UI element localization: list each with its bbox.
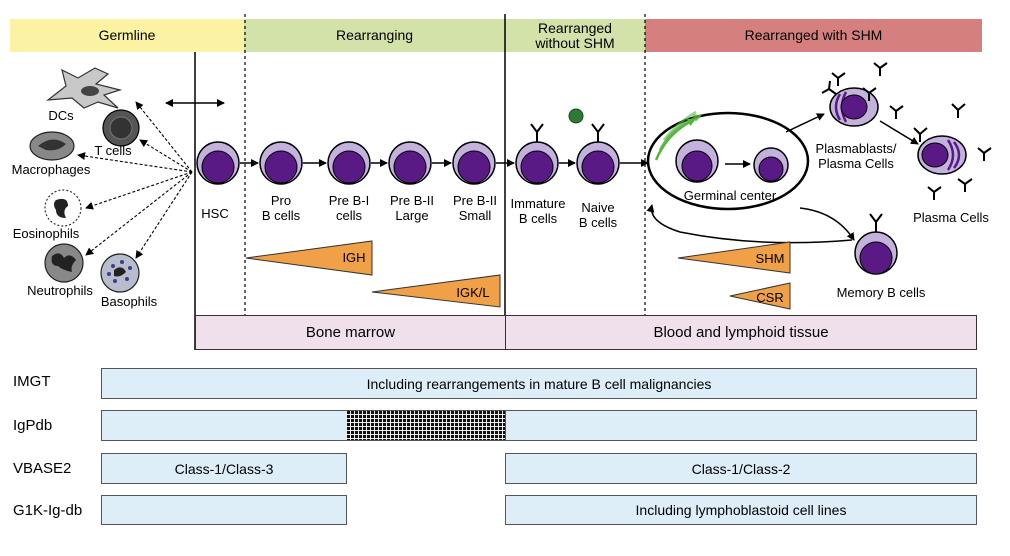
naive-b-cell — [568, 108, 620, 185]
gc-cycle-arrows — [654, 110, 702, 161]
pre-b-i-cell — [327, 141, 371, 185]
tissue-blood-lymphoid: Blood and lymphoid tissue — [505, 315, 977, 350]
pre-b-ii-small-cell — [452, 141, 496, 185]
label-igk-l: IGK/L — [456, 285, 490, 300]
label-pre-b-ii-small: Pre B-II Small — [441, 193, 509, 223]
memory-to-gc-arrow — [646, 204, 853, 244]
plasmablast-cell — [829, 87, 879, 127]
dc-nucleus-icon — [81, 86, 99, 96]
germinal-center-oval — [646, 111, 810, 211]
memory-b-cell — [854, 213, 898, 275]
gc-cell-large — [675, 139, 719, 183]
stage-band-germline — [10, 19, 244, 52]
label-eosinophils: Eosinophils — [12, 226, 80, 241]
differentiation-arrows — [77, 101, 193, 259]
db-bar-imgt: Including rearrangements in mature B cel… — [101, 368, 977, 399]
label-pre-b-ii-large-line1: Pre B-II — [389, 193, 435, 208]
stage-band-rearranged-with-shm — [645, 19, 982, 52]
db-bar-g1k-right: Including lymphoblastoid cell lines — [505, 495, 977, 525]
db-bar-vbase2-right: Class-1/Class-2 — [505, 453, 977, 484]
stage-label-rearranged-with-shm: Rearranged with SHM — [744, 27, 883, 43]
pre-b-ii-large-cell — [388, 141, 432, 185]
label-igh: IGH — [342, 250, 366, 265]
label-plasmablasts: Plasmablasts/ Plasma Cells — [806, 141, 906, 171]
pro-b-cell — [259, 141, 303, 185]
stage-label-rearranging: Rearranging — [335, 27, 414, 43]
igh-triangle — [245, 240, 373, 276]
label-pre-b-ii-small-line1: Pre B-II — [452, 193, 498, 208]
stage-label-without-shm-line1: Rearranged — [538, 19, 612, 36]
label-plasmablasts-line1: Plasmablasts/ — [815, 141, 897, 156]
db-bar-igpdb-hatch — [346, 410, 506, 441]
db-name-imgt: IMGT — [13, 373, 51, 390]
label-pre-b-i-line1: Pre B-I — [328, 193, 370, 208]
label-memory-b: Memory B cells — [836, 285, 926, 300]
label-immature-b-line1: Immature — [510, 196, 566, 211]
label-macrophages: Macrophages — [11, 162, 91, 177]
gc-to-memory-arrow — [799, 207, 855, 241]
tissue-bone-marrow: Bone marrow — [195, 315, 506, 350]
label-pro-b: Pro B cells — [251, 193, 311, 223]
label-naive-b-line1: Naive — [581, 200, 615, 215]
label-pre-b-ii-large: Pre B-II Large — [377, 193, 447, 223]
stage-label-without-shm-line2: without SHM — [535, 34, 615, 51]
label-naive-b-line2: B cells — [578, 215, 618, 230]
db-bar-vbase2-left: Class-1/Class-3 — [101, 453, 347, 484]
plasmablast-antibodies — [821, 62, 904, 119]
shm-triangle — [677, 241, 791, 274]
label-plasma-cells: Plasma Cells — [913, 210, 989, 225]
db-bar-g1k-left — [101, 495, 347, 525]
label-pre-b-ii-small-line2: Small — [458, 208, 492, 223]
label-germinal-center: Germinal center — [683, 188, 777, 203]
immature-b-cell — [515, 123, 559, 185]
label-immature-b: Immature B cells — [503, 196, 573, 226]
label-pre-b-ii-large-line2: Large — [395, 208, 429, 223]
db-bar-g1k-right-label: Including lymphoblastoid cell lines — [635, 502, 847, 518]
stage-band-rearranged-without-shm — [505, 19, 645, 52]
stage-label-germline: Germline — [98, 27, 156, 43]
label-pro-b-line1: Pro — [270, 193, 292, 208]
stage-label-rearranged-without-shm: Rearranged without SHM — [505, 19, 645, 52]
label-pre-b-i-line2: cells — [335, 208, 362, 223]
label-pro-b-line2: B cells — [261, 208, 301, 223]
db-bar-vbase2-right-label: Class-1/Class-2 — [691, 460, 791, 477]
label-naive-b: Naive B cells — [566, 200, 630, 230]
label-basophils: Basophils — [100, 294, 158, 309]
stage-band-rearranging — [244, 19, 505, 52]
db-bar-igpdb-right — [505, 410, 977, 441]
plasma-antibodies — [913, 103, 992, 200]
label-neutrophils: Neutrophils — [27, 283, 93, 298]
tissue-bone-marrow-label: Bone marrow — [305, 324, 396, 341]
db-bar-imgt-label: Including rearrangements in mature B cel… — [366, 375, 712, 392]
csr-triangle — [729, 282, 791, 310]
db-bar-igpdb-left — [101, 410, 347, 441]
label-plasmablasts-line2: Plasma Cells — [818, 156, 894, 171]
db-bar-vbase2-left-label: Class-1/Class-3 — [174, 460, 274, 477]
antigen-icon — [568, 108, 584, 124]
igk-l-triangle — [371, 274, 501, 308]
label-immature-b-line2: B cells — [518, 211, 558, 226]
label-t-cells: T cells — [94, 143, 132, 158]
label-dcs: DCs — [48, 108, 74, 123]
gc-cell-small — [753, 147, 789, 183]
hsc-cell — [196, 141, 240, 185]
tissue-blood-lymphoid-label: Blood and lymphoid tissue — [653, 324, 829, 341]
db-name-vbase2: VBASE2 — [13, 460, 72, 477]
label-shm: SHM — [755, 251, 785, 266]
label-csr: CSR — [756, 290, 784, 305]
db-name-g1k: G1K-Ig-db — [13, 502, 83, 519]
label-pre-b-i: Pre B-I cells — [314, 193, 384, 223]
db-name-igpdb: IgPdb — [13, 417, 53, 434]
plasma-cell — [917, 135, 967, 175]
label-hsc: HSC — [201, 206, 229, 221]
